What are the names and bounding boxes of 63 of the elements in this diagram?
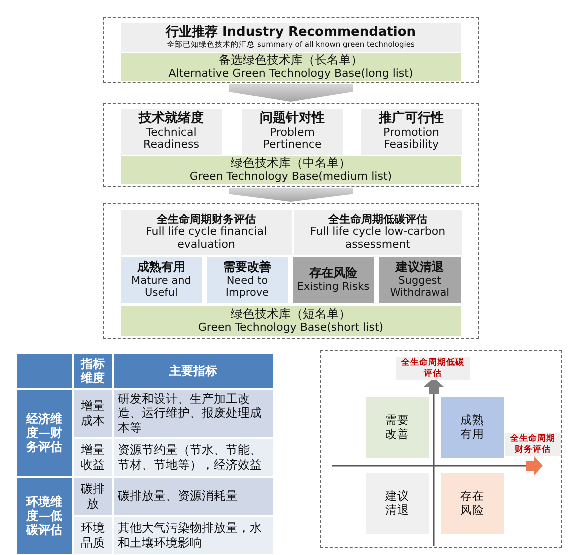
node-title: 存在风险 bbox=[310, 267, 358, 281]
node-title: 技术就绪度 bbox=[139, 112, 204, 127]
table-cell: 其他大气污染物排放量，水和土壤环境影响 bbox=[113, 516, 274, 555]
down-arrow bbox=[229, 188, 353, 202]
technology-list-band bbox=[121, 53, 461, 81]
stage-heading-box bbox=[121, 23, 461, 52]
node-title: 行业推荐 Industry Recommendation bbox=[166, 26, 416, 40]
dashed-frame bbox=[320, 350, 562, 548]
node-title: 成熟有用 bbox=[138, 261, 186, 275]
axis-label: 全生命周期财务评估 bbox=[505, 433, 561, 456]
technology-list-band bbox=[121, 306, 461, 336]
dashed-frame bbox=[103, 17, 479, 83]
technology-list-band bbox=[121, 156, 461, 184]
table-header-cell: 主要指标 bbox=[113, 353, 274, 389]
node-subtitle: Full life cycle low-carbon assessment bbox=[309, 226, 447, 252]
node-title: 备选绿色技术库（长名单） bbox=[219, 54, 363, 68]
quadrant-box bbox=[441, 397, 504, 458]
node-title: 成熟有用 bbox=[460, 414, 485, 441]
table-cell: 增量收益 bbox=[73, 438, 113, 478]
node-title: 建议清退 bbox=[385, 490, 410, 517]
category-box bbox=[293, 257, 374, 303]
category-box bbox=[207, 257, 288, 303]
category-box bbox=[379, 257, 461, 303]
node-title: 绿色技术库（短名单） bbox=[231, 308, 351, 322]
node-subtitle: Technical Readiness bbox=[142, 126, 200, 152]
node-subtitle: Full life cycle financial evaluation bbox=[145, 226, 268, 252]
node-title: 需要改善 bbox=[385, 414, 410, 441]
criterion-box bbox=[361, 109, 462, 155]
node-title: 存在风险 bbox=[460, 490, 485, 517]
table-header-cell: 指标维度 bbox=[73, 353, 113, 389]
node-subtitle: Mature and Useful bbox=[130, 274, 192, 299]
node-title: 全生命周期低碳评估 bbox=[328, 214, 428, 226]
table-row-header: 经济维度—财务评估 bbox=[16, 389, 73, 478]
table-cell: 碳排放 bbox=[73, 477, 113, 516]
table-cell: 资源节约量（节水、节能、节材、节地等），经济效益 bbox=[113, 438, 274, 478]
table-cell: 碳排放量、资源消耗量 bbox=[113, 477, 274, 516]
criterion-box bbox=[242, 109, 343, 155]
table-row-header: 环境维度—低碳评估 bbox=[16, 477, 73, 555]
dashed-frame bbox=[103, 103, 479, 187]
node-subtitle: Suggest Withdrawal bbox=[389, 274, 451, 299]
node-title: 绿色技术库（中名单） bbox=[231, 156, 351, 171]
node-title: 全生命周期财务评估 bbox=[157, 214, 256, 226]
table-cell: 增量成本 bbox=[73, 389, 113, 438]
axis-label: 全生命周期低碳评估 bbox=[396, 357, 470, 380]
criterion-box bbox=[121, 109, 222, 155]
category-box bbox=[121, 257, 202, 303]
table-cell: 研发和设计、生产加工改造、运行维护、报废处理成本等 bbox=[113, 389, 274, 438]
node-subtitle: Promotion Feasibility bbox=[382, 126, 440, 152]
node-title: 问题针对性 bbox=[260, 112, 325, 127]
down-arrow bbox=[229, 84, 353, 102]
node-title: 需要改善 bbox=[224, 261, 272, 275]
quadrant-box bbox=[441, 473, 504, 534]
node-title: 建议清退 bbox=[396, 261, 444, 275]
node-subtitle: Green Technology Base(short list) bbox=[198, 322, 384, 334]
node-subtitle: Green Technology Base(medium list) bbox=[190, 170, 392, 184]
node-subtitle: Alternative Green Technology Base(long list) bbox=[168, 68, 414, 80]
node-title: 推广可行性 bbox=[379, 112, 444, 127]
dashed-frame bbox=[103, 203, 479, 339]
node-subtitle: Existing Risks bbox=[297, 280, 370, 293]
node-subtitle: Problem Pertinence bbox=[262, 126, 323, 152]
table-cell: 环境品质 bbox=[73, 516, 113, 555]
node-subtitle: Need to Improve bbox=[224, 274, 270, 299]
quadrant-box bbox=[366, 397, 429, 458]
